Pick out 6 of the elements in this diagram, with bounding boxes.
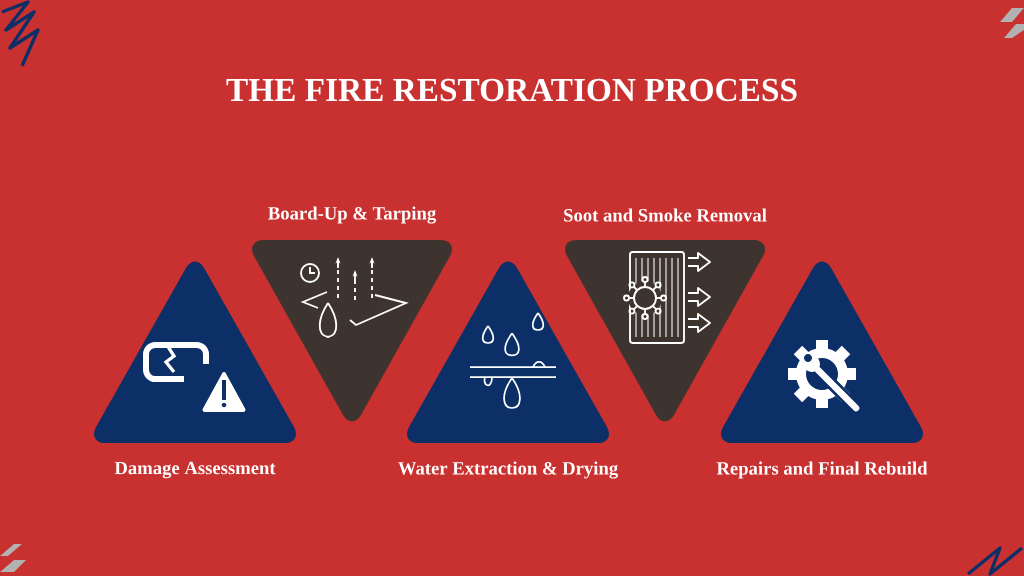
step-label: Repairs and Final Rebuild: [716, 461, 928, 479]
step-label: Water Extraction & Drying: [398, 461, 618, 479]
step-label: Damage Assessment: [114, 461, 276, 479]
step-label: Soot and Smoke Removal: [564, 208, 767, 222]
title: THE FIRE RESTORATION PROCESS: [226, 78, 797, 102]
step-label: Board-Up & Tarping: [268, 206, 437, 224]
